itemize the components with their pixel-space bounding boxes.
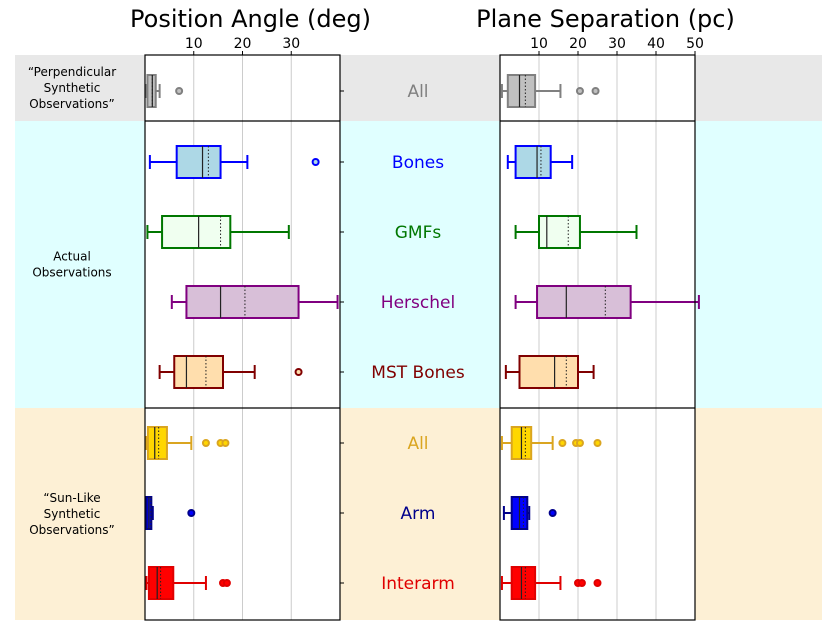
box xyxy=(161,215,232,249)
box-bones xyxy=(148,145,320,179)
box xyxy=(173,355,224,389)
box-gmfs xyxy=(146,215,290,249)
row-label: All xyxy=(407,82,428,102)
group-label: Synthetic xyxy=(44,507,101,521)
axes-frame xyxy=(144,54,341,621)
outlier-point xyxy=(187,509,196,517)
group-label: Synthetic xyxy=(44,81,101,95)
row-label: Arm xyxy=(401,504,436,524)
plot-area xyxy=(500,55,695,620)
outlier-point xyxy=(221,439,230,447)
x-tick-label: 10 xyxy=(185,36,203,52)
outlier-point xyxy=(311,158,320,166)
outlier-point xyxy=(222,579,231,587)
outlier-point xyxy=(591,87,600,95)
box-all xyxy=(500,426,602,460)
box xyxy=(146,74,157,108)
outlier-point xyxy=(201,439,210,447)
outlier-point xyxy=(575,87,584,95)
box-arm xyxy=(502,496,557,530)
axes-frame xyxy=(499,54,696,621)
outlier-point xyxy=(575,439,584,447)
x-tick-label: 30 xyxy=(608,36,626,52)
outlier-point xyxy=(558,439,567,447)
box xyxy=(175,145,222,179)
box-all xyxy=(500,74,600,108)
box-mst-bones xyxy=(158,355,303,389)
box-herschel xyxy=(514,285,700,319)
group-label: Actual xyxy=(53,250,91,264)
box-gmfs xyxy=(514,215,638,249)
outlier-point xyxy=(577,579,586,587)
x-tick-label: 30 xyxy=(282,36,300,52)
row-label: Bones xyxy=(392,153,444,173)
x-tick-label: 50 xyxy=(686,36,704,52)
box-all xyxy=(145,74,184,108)
box-bones xyxy=(506,145,574,179)
box-interarm xyxy=(145,566,231,600)
box-mst-bones xyxy=(504,355,595,389)
box-herschel xyxy=(170,285,339,319)
outlier-point xyxy=(593,439,602,447)
group-label: “Perpendicular xyxy=(28,65,116,79)
outlier-point xyxy=(175,87,184,95)
panel-title: Position Angle (deg) xyxy=(130,5,371,33)
panel-title: Plane Separation (pc) xyxy=(476,5,735,33)
row-label: GMFs xyxy=(395,223,442,243)
row-label: All xyxy=(407,434,428,454)
box-all xyxy=(145,426,230,460)
box xyxy=(536,285,632,319)
group-label: Observations xyxy=(32,266,111,280)
box xyxy=(146,426,168,460)
group-label: Observations” xyxy=(29,523,115,537)
box xyxy=(518,355,579,389)
group-label: “Sun-Like xyxy=(43,491,100,505)
outlier-point xyxy=(548,509,557,517)
row-label: MST Bones xyxy=(371,363,465,383)
box xyxy=(514,145,552,179)
group-label: Observations” xyxy=(29,97,115,111)
row-label: Herschel xyxy=(381,293,455,313)
box-arm xyxy=(144,496,196,530)
x-tick-label: 20 xyxy=(569,36,587,52)
box xyxy=(506,74,537,108)
box xyxy=(510,566,537,600)
x-tick-label: 10 xyxy=(530,36,548,52)
row-label: Interarm xyxy=(381,574,455,594)
box xyxy=(538,215,581,249)
panel-2: 10 20 30 40 50 Plane Separation (pc) xyxy=(476,5,735,621)
box xyxy=(185,285,300,319)
panel-1: 10 20 30 Position Angle (deg) xyxy=(130,5,371,621)
box-interarm xyxy=(500,566,602,600)
x-tick-label: 40 xyxy=(647,36,665,52)
outlier-point xyxy=(593,579,602,587)
outlier-point xyxy=(294,368,303,376)
x-tick-label: 20 xyxy=(234,36,252,52)
